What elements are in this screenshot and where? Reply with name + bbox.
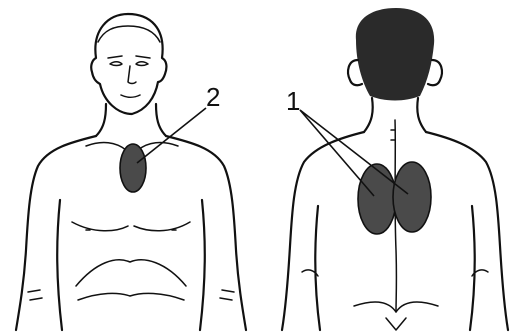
- back-arm-inner-right: [470, 206, 475, 330]
- front-arm-inner-left: [57, 200, 62, 330]
- back-organ-left: [358, 164, 396, 234]
- front-organ: [120, 144, 146, 192]
- back-neck-right: [417, 98, 426, 132]
- callout-label-2: 2: [206, 82, 220, 112]
- back-sacrum: [386, 318, 406, 330]
- front-head-outline: [91, 14, 166, 114]
- front-arm-inner-right: [200, 200, 205, 330]
- front-mouth: [121, 95, 140, 97]
- front-view-figure: [16, 14, 246, 330]
- front-nose: [128, 66, 136, 84]
- callout-1-leader-a: [300, 110, 374, 196]
- front-neck-right: [156, 104, 166, 136]
- front-neck-left: [96, 104, 106, 136]
- front-abdomen: [78, 293, 184, 300]
- front-wrist-left: [28, 290, 42, 300]
- front-eye-right: [136, 62, 148, 66]
- front-wrist-right: [220, 290, 234, 300]
- callout-2-leader: [137, 108, 206, 163]
- callout-1-leader-b: [300, 110, 408, 194]
- back-spine-mark: [391, 130, 395, 140]
- front-brow-right: [136, 56, 150, 58]
- front-brow-left: [108, 56, 122, 58]
- back-organ-right: [393, 162, 431, 232]
- callout-label-1: 1: [286, 86, 300, 116]
- back-view-figure: [282, 8, 508, 330]
- callout-1-group: 1: [286, 86, 408, 196]
- front-hairline: [98, 26, 160, 42]
- front-eye-left: [110, 62, 122, 66]
- back-hair: [356, 8, 434, 101]
- front-ribcage: [76, 260, 186, 286]
- back-arm-inner-left: [315, 206, 320, 330]
- back-neck-left: [364, 98, 373, 132]
